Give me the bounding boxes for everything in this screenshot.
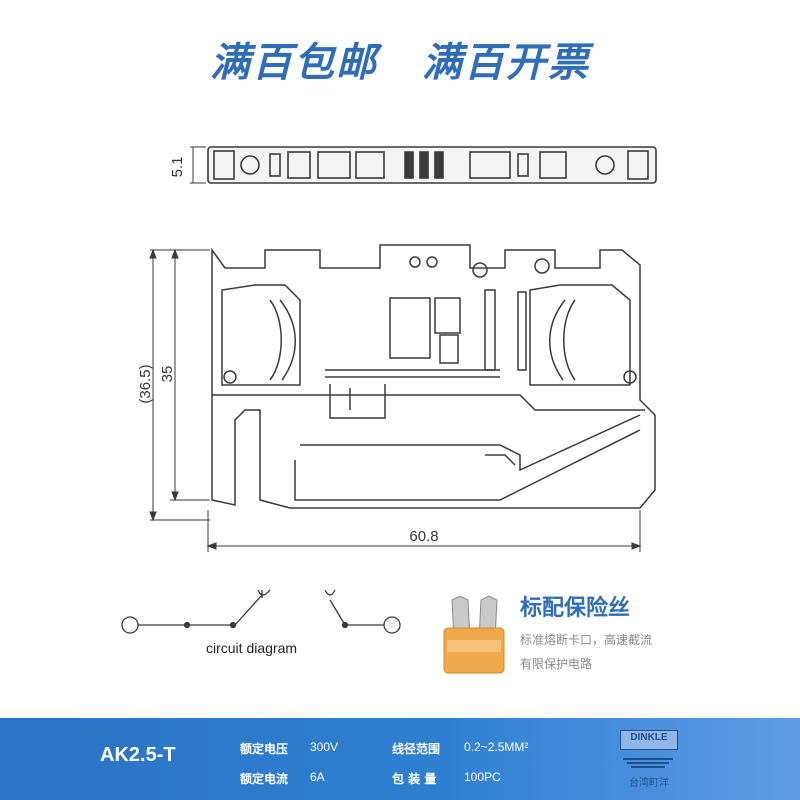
rated-voltage-label: 额定电压 xyxy=(240,742,289,756)
rated-current-value: 6A xyxy=(310,770,325,784)
invoice-text: 满百开票 xyxy=(421,40,590,86)
outer-height-dimension: (36.5) xyxy=(137,364,154,403)
thickness-dimension: 5.1 xyxy=(169,157,186,178)
fuse-description-line2: 有限保护电路 xyxy=(520,657,593,671)
brand-name: DINKLE xyxy=(630,732,668,743)
spec-footer: AK2.5-T 额定电压 300V 额定电流 6A 线径范围 0.2~2.5MM… xyxy=(0,718,800,800)
circuit-diagram-label: circuit diagram xyxy=(206,640,298,656)
brand-chinese-name: 台湾町洋 xyxy=(629,778,669,789)
top-view xyxy=(190,146,657,184)
promo-banner: 满百包邮 满百开票 xyxy=(0,30,800,88)
fuse-title: 标配保险丝 xyxy=(520,596,631,621)
width-dimension: 60.8 xyxy=(409,528,438,545)
brand-wave-icon xyxy=(621,754,675,768)
fuse-description-line1: 标准熔断卡口，高速截流 xyxy=(520,633,653,647)
brand-logo xyxy=(620,730,678,750)
inner-height-dimension: 35 xyxy=(159,366,176,383)
rated-current-label: 额定电流 xyxy=(240,772,289,786)
package-qty-label: 包 装 量 xyxy=(392,772,437,786)
wire-range-label: 线径范围 xyxy=(392,742,441,756)
free-shipping-text: 满百包邮 xyxy=(210,40,379,86)
package-qty-value: 100PC xyxy=(464,770,501,784)
rated-voltage-value: 300V xyxy=(310,740,339,754)
dimension-lines xyxy=(149,248,642,552)
wire-range-value: 0.2~2.5MM² xyxy=(464,740,529,754)
circuit-diagram-graphic xyxy=(121,589,401,634)
model-number: AK2.5-T xyxy=(100,744,176,766)
side-view xyxy=(211,244,656,509)
fuse-graphic xyxy=(443,595,505,674)
